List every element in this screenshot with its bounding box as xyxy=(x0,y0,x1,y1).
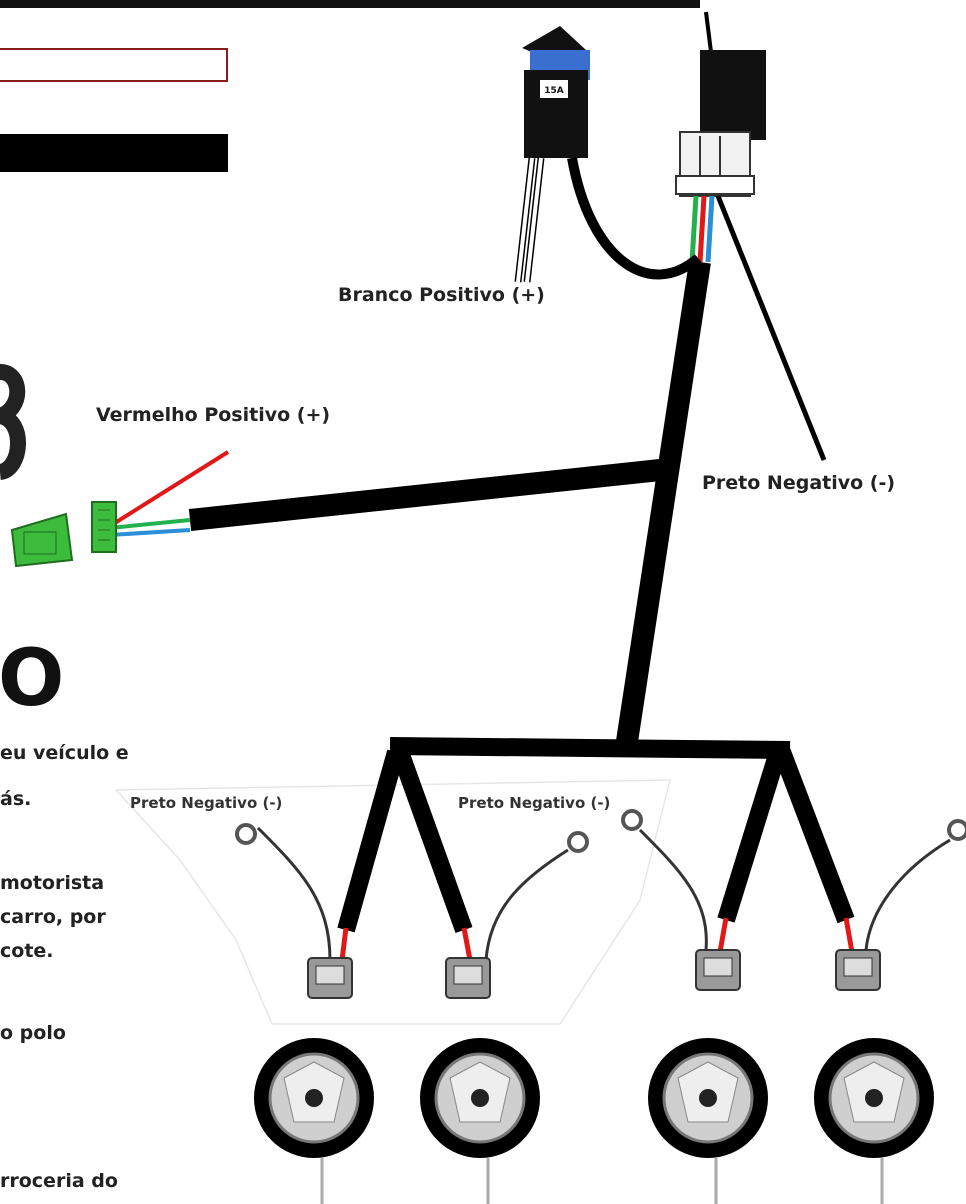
top-heading-cut xyxy=(0,0,700,8)
left-branch-cable xyxy=(188,459,662,531)
text-fragment-7: rroceria do xyxy=(0,1170,118,1192)
outlined-bar xyxy=(0,48,228,82)
text-fragment-5: cote. xyxy=(0,940,54,962)
fog-lamp-icon xyxy=(254,1038,934,1204)
text-fragment-1: eu veículo e xyxy=(0,742,129,764)
solid-bar xyxy=(0,134,228,172)
label-branco-positivo: Branco Positivo (+) xyxy=(338,284,545,306)
text-fragment-4: carro, por xyxy=(0,906,106,928)
light-region-outline xyxy=(114,779,671,1025)
relay-red-wire xyxy=(697,195,707,263)
label-vermelho-positivo: Vermelho Positivo (+) xyxy=(96,404,331,426)
branch-2 xyxy=(391,748,473,934)
blue-wire xyxy=(109,528,191,537)
branch-1 xyxy=(337,749,405,933)
relay-icon xyxy=(675,11,766,197)
fuse-rating: 15A xyxy=(544,86,564,96)
relay-black-wire xyxy=(715,195,827,461)
ground-ring-icon xyxy=(235,809,966,961)
label-preto-negativo-main: Preto Negativo (-) xyxy=(702,472,896,494)
label-preto-negativo-left: Preto Negativo (-) xyxy=(130,794,283,812)
fuse-holder-icon xyxy=(522,26,590,158)
green-wire xyxy=(109,518,191,530)
relay-blue-wire xyxy=(705,195,715,263)
relay-green-wire xyxy=(689,195,699,263)
heading-fragment: O xyxy=(0,634,65,724)
fuse-loop-wire xyxy=(567,157,702,280)
branch-3 xyxy=(717,749,787,923)
vermelho-wire xyxy=(108,450,230,528)
main-trunk xyxy=(615,260,711,750)
text-fragment-6: o polo xyxy=(0,1022,66,1044)
distribution-bar xyxy=(389,737,791,759)
plug-connector-icon xyxy=(307,949,881,999)
partial-number-shape xyxy=(0,364,26,480)
green-connector-icon xyxy=(10,501,117,568)
branch-4 xyxy=(773,748,855,924)
text-fragment-2: ás. xyxy=(0,788,32,810)
text-fragment-3: motorista xyxy=(0,872,105,894)
label-preto-negativo-mid: Preto Negativo (-) xyxy=(458,794,611,812)
